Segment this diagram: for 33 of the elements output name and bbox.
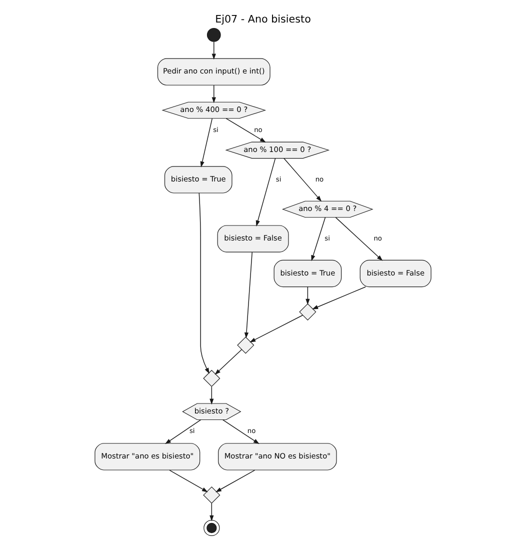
arrow: [168, 470, 208, 492]
node-circle: [206, 28, 220, 42]
node-box: Mostrar "ano es bisiesto": [94, 443, 200, 470]
node-box: bisiesto = False: [359, 260, 431, 288]
arrow: [211, 41, 216, 60]
node-diamond: [236, 336, 254, 354]
arrow: [215, 470, 255, 492]
arrow: [312, 286, 366, 310]
arrow: [211, 84, 216, 104]
arrow: [334, 217, 382, 261]
arrow: [255, 158, 276, 226]
arrow: [198, 192, 209, 374]
arrow: [305, 286, 310, 305]
node-box: bisiesto = True: [164, 166, 232, 194]
arrow: [283, 158, 322, 202]
node-circle: [203, 520, 220, 536]
node-box: bisiesto = False: [216, 225, 288, 252]
arrow: [244, 252, 252, 338]
node-box: Pedir ano con input() e int(): [156, 58, 270, 86]
node-diamond: [298, 303, 316, 320]
arrow: [214, 349, 242, 375]
arrow: [310, 217, 326, 262]
node-diamond: [202, 486, 220, 504]
node-box: bisiesto = True: [273, 260, 342, 288]
arrow: [209, 386, 214, 405]
arrow: [164, 419, 201, 444]
node-box: Mostrar "ano NO es bisiesto": [218, 443, 336, 470]
diagram-title: Ej07 - Ano bisiesto: [214, 14, 310, 26]
arrow: [209, 503, 214, 522]
arrow: [225, 118, 266, 142]
arrow: [222, 419, 259, 444]
arrow: [249, 314, 302, 342]
arrow: [200, 118, 212, 168]
